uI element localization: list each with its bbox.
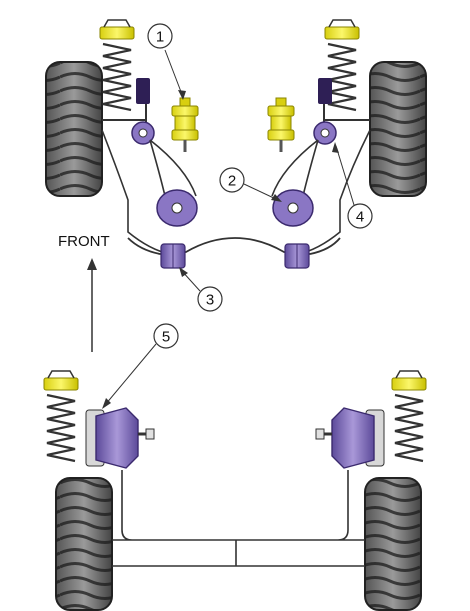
rear-left-tyre — [55, 477, 113, 611]
front-label: FRONT — [58, 233, 110, 250]
front-left-wishbone — [101, 129, 197, 255]
front-right-wishbone-bushing — [272, 189, 314, 227]
front-direction-arrow — [87, 258, 97, 352]
rear-right-tyre — [364, 477, 422, 611]
front-left-arb-bush — [160, 243, 186, 269]
front-anti-roll-bar — [127, 237, 341, 255]
front-left-yellow-bush — [171, 97, 199, 152]
front-left-wishbone-bushing — [156, 189, 198, 227]
rear-right-trailing-arm-bush — [315, 407, 385, 469]
front-right-small-bushing — [313, 121, 337, 145]
callout-5: 5 — [102, 323, 179, 409]
callout-2: 2 — [219, 167, 282, 202]
front-right-spring — [324, 19, 360, 112]
rear-beam — [112, 470, 365, 567]
front-left-droplink — [136, 78, 150, 104]
rear-left-spring — [43, 370, 79, 463]
front-right-arb-bush — [284, 243, 310, 269]
callout-1-label: 1 — [156, 29, 164, 46]
callout-4: 4 — [332, 142, 373, 229]
callout-5-label: 5 — [162, 329, 170, 346]
front-left-spring — [99, 19, 135, 112]
rear-left-trailing-arm-bush — [85, 407, 155, 469]
callout-2-label: 2 — [228, 173, 236, 190]
callout-3: 3 — [179, 267, 223, 312]
callout-3-label: 3 — [206, 292, 214, 309]
front-left-tyre — [45, 61, 103, 197]
front-right-droplink — [318, 78, 332, 104]
front-left-small-bushing — [131, 121, 155, 145]
callout-4-label: 4 — [356, 209, 364, 226]
rear-right-spring — [391, 370, 427, 463]
callout-1: 1 — [147, 23, 186, 100]
front-right-yellow-bush — [267, 97, 295, 152]
front-right-tyre — [369, 61, 427, 197]
